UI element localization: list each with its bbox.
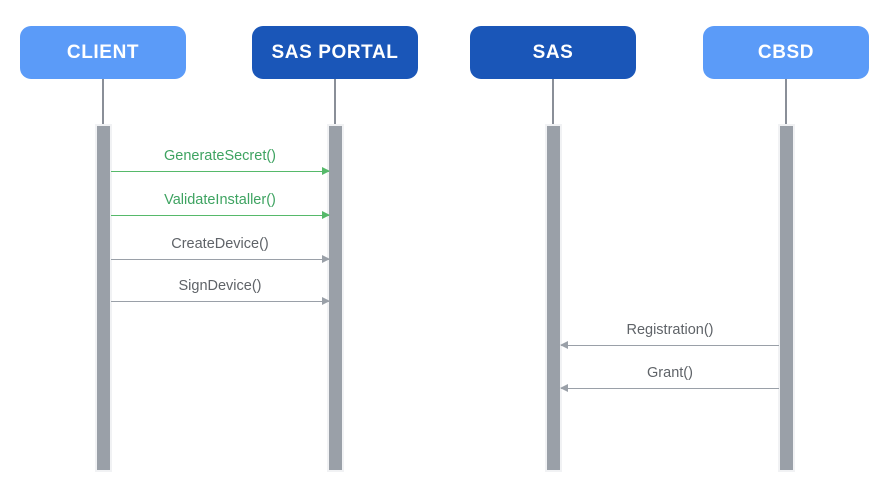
lifeline-sas-portal: [334, 79, 336, 126]
participant-box-sas-portal[interactable]: SAS PORTAL: [252, 26, 418, 79]
message-label-registration: Registration(): [626, 322, 714, 338]
arrowhead-icon-validate-installer: [322, 211, 330, 219]
participant-box-client[interactable]: CLIENT: [20, 26, 186, 79]
lifeline-sas: [552, 79, 554, 126]
message-line-validate-installer: [111, 215, 329, 216]
arrowhead-icon-generate-secret: [322, 167, 330, 175]
activation-bar-sas: [545, 124, 562, 472]
message-label-generate-secret: GenerateSecret(): [163, 148, 277, 164]
message-label-grant: Grant(): [647, 365, 693, 381]
lifeline-client: [102, 79, 104, 126]
message-line-sign-device: [111, 301, 329, 302]
participant-box-sas[interactable]: SAS: [470, 26, 636, 79]
activation-bar-client: [95, 124, 112, 472]
message-line-generate-secret: [111, 171, 329, 172]
arrowhead-icon-create-device: [322, 255, 330, 263]
participant-box-cbsd[interactable]: CBSD: [703, 26, 869, 79]
message-label-validate-installer: ValidateInstaller(): [164, 192, 276, 208]
activation-bar-cbsd: [778, 124, 795, 472]
lifeline-cbsd: [785, 79, 787, 126]
arrowhead-icon-grant: [560, 384, 568, 392]
message-line-create-device: [111, 259, 329, 260]
message-label-create-device: CreateDevice(): [171, 236, 269, 252]
message-label-sign-device: SignDevice(): [178, 278, 262, 294]
message-line-grant: [561, 388, 779, 389]
message-line-registration: [561, 345, 779, 346]
arrowhead-icon-registration: [560, 341, 568, 349]
arrowhead-icon-sign-device: [322, 297, 330, 305]
